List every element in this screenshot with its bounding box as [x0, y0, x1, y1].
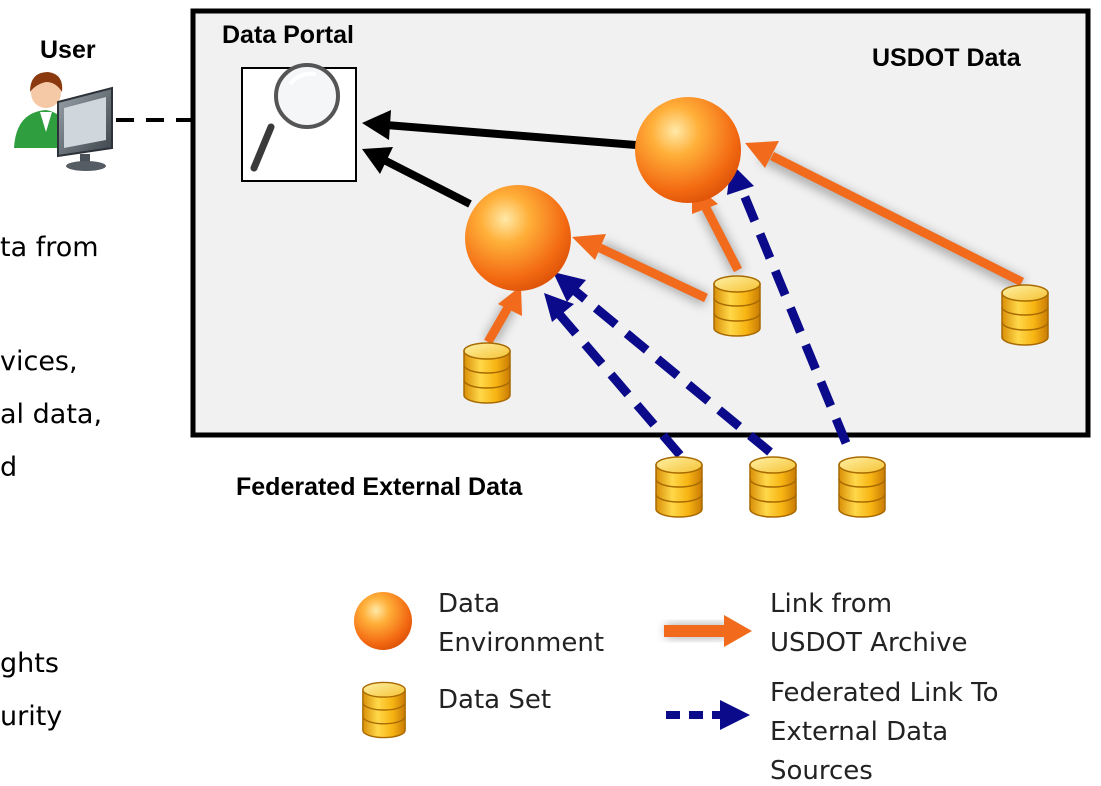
legend-federated-link-label-3: Sources — [770, 756, 873, 786]
legend-federated-link-swatch — [666, 700, 750, 730]
legend-federated-link-label-1: Federated Link To — [770, 678, 999, 708]
usdot-archive-links — [483, 141, 1026, 346]
legend: Data Environment Data Set Link from USDO… — [354, 589, 999, 786]
data-set-1 — [713, 275, 761, 337]
data-set-3 — [463, 342, 511, 404]
usdot-data-box — [190, 8, 1091, 438]
legend-environment-swatch — [354, 592, 412, 650]
usdot-data-label: USDOT Data — [872, 44, 1022, 72]
magnifier-icon — [241, 63, 357, 182]
side-text-4: d — [0, 452, 17, 483]
external-data-set-3 — [838, 456, 886, 518]
legend-usdot-link-swatch — [664, 615, 752, 647]
side-text-3: al data, — [0, 399, 102, 430]
legend-usdot-link-label-1: Link from — [770, 589, 892, 619]
legend-usdot-link-label-2: USDOT Archive — [770, 628, 967, 658]
side-text-2: vices, — [0, 346, 78, 377]
legend-dataset-label: Data Set — [438, 685, 551, 715]
legend-federated-link-label-2: External Data — [770, 717, 948, 747]
environment-to-portal-arrow-1 — [362, 110, 637, 149]
federated-external-data-label: Federated External Data — [236, 473, 523, 501]
legend-environment-label-2: Environment — [438, 628, 604, 658]
data-environment-1 — [635, 97, 741, 203]
side-text-6: urity — [0, 701, 62, 732]
side-text-5: ghts — [0, 648, 59, 679]
legend-environment-label-1: Data — [438, 589, 500, 619]
data-set-2 — [1001, 284, 1049, 346]
external-data-set-1 — [655, 456, 703, 518]
data-environment-2 — [465, 185, 571, 291]
side-text-1: ta from — [0, 232, 99, 263]
user-computer-icon — [14, 72, 113, 171]
legend-dataset-swatch — [362, 681, 406, 739]
user-label: User — [40, 36, 96, 64]
external-data-set-2 — [749, 456, 797, 518]
environment-to-portal-arrow-2 — [362, 147, 472, 208]
data-portal-label: Data Portal — [222, 21, 354, 49]
